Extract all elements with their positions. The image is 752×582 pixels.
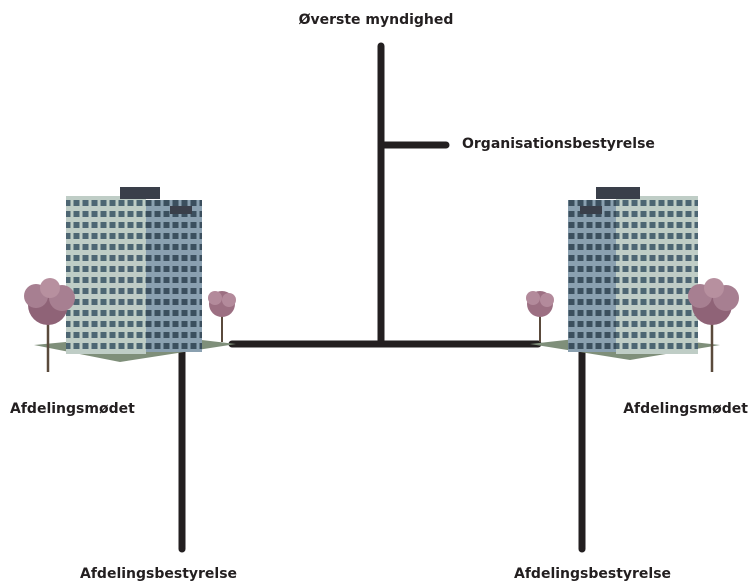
right-department-board-label: Afdelingsbestyrelse <box>514 566 672 582</box>
left-department-board-label: Afdelingsbestyrelse <box>80 566 238 582</box>
organization-board-label: Organisationsbestyrelse <box>462 136 655 152</box>
left-tower-side <box>146 200 202 352</box>
right-tower-side <box>568 200 616 352</box>
right-tower-front <box>616 196 698 354</box>
connector-lines <box>178 42 586 553</box>
left-department-meeting-label: Afdelingsmødet <box>10 401 135 417</box>
right-department-meeting-label: Afdelingsmødet <box>623 401 748 417</box>
left-roof-vent <box>170 206 192 214</box>
left-tower-front <box>66 196 146 354</box>
right-building-illustration <box>526 187 739 372</box>
right-roof-vent <box>580 206 602 214</box>
right-roof-block <box>596 187 640 199</box>
top-authority-label: Øverste myndighed <box>298 12 454 28</box>
left-building-illustration <box>24 187 236 372</box>
left-roof-block <box>120 187 160 199</box>
